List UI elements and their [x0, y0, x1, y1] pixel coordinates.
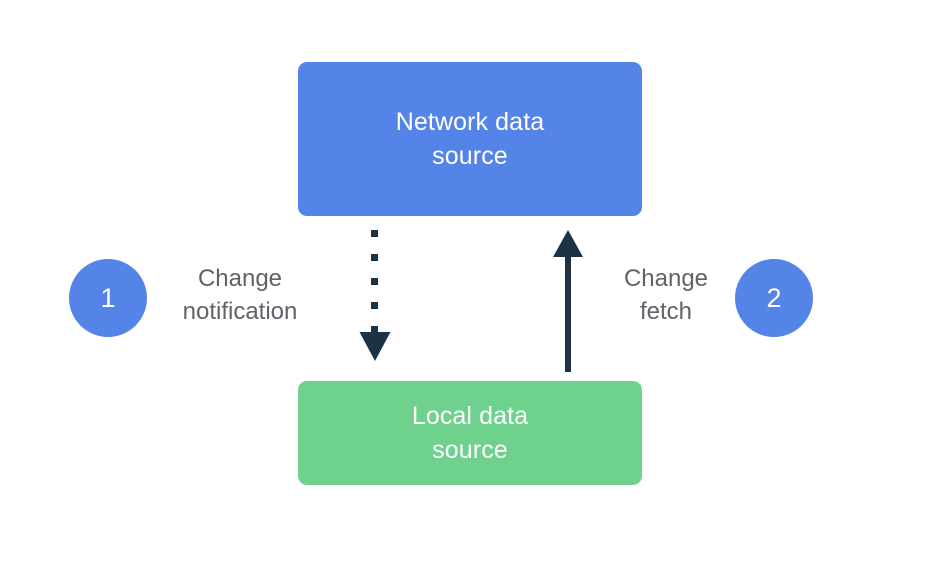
step-badge-1: 1: [69, 259, 147, 337]
node-network-data-source: Network data source: [298, 62, 642, 216]
node-network-data-source-label: Network data source: [395, 108, 545, 170]
change-notification-arrow-icon: [359, 230, 391, 361]
node-local-data-source-label: Local data source: [411, 402, 529, 464]
change-fetch-arrow-icon: [553, 230, 583, 372]
edge-label-change-fetch: Change fetch: [623, 265, 709, 326]
node-local-data-source: Local data source: [298, 381, 642, 485]
step-badge-1-label: 1: [100, 282, 116, 313]
step-badge-2: 2: [735, 259, 813, 337]
edge-label-change-notification: Change notification: [182, 265, 298, 326]
step-badge-2-label: 2: [766, 282, 782, 313]
